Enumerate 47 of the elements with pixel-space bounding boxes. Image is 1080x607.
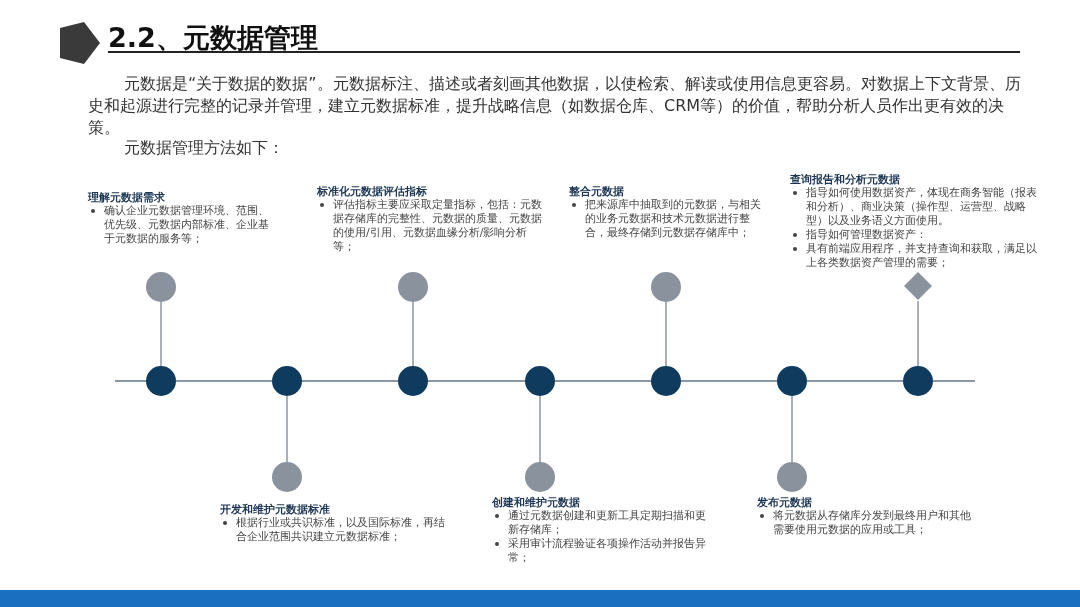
timeline-dot	[146, 366, 176, 396]
timeline-dot	[525, 462, 555, 492]
connector-line	[791, 395, 793, 463]
timeline-axis	[806, 380, 904, 382]
timeline-dot	[398, 272, 428, 302]
timeline-dot	[146, 272, 176, 302]
step-heading: 整合元数据	[569, 184, 625, 198]
bullet-text: 指导如何使用数据资产，体现在商务智能（报表和分析）、商业决策（操作型、运营型、战略型）以及业务语义方面使用。	[806, 186, 1038, 228]
timeline-dot	[272, 366, 302, 396]
timeline-axis	[554, 380, 652, 382]
connector-line	[160, 301, 162, 367]
timeline-axis	[301, 380, 399, 382]
timeline-dot	[398, 366, 428, 396]
timeline-axis	[427, 380, 526, 382]
step-heading: 发布元数据	[757, 495, 813, 509]
bullet-text: 将元数据从存储库分发到最终用户和其他需要使用元数据的应用或工具；	[773, 509, 972, 537]
timeline-dot	[903, 366, 933, 396]
step-heading: 创建和维护元数据	[492, 495, 581, 509]
bullet-text: 评估指标主要应采取定量指标，包括：元数据存储库的完整性、元数据的质量、元数据的使用/引用、元数据血缘分析/影响分析等；	[333, 198, 543, 254]
bullet-text: 通过元数据创建和更新工具定期扫描和更新存储库；	[508, 509, 707, 537]
bullet-text: 指导如何管理数据资产：	[806, 228, 928, 242]
connector-line	[665, 301, 667, 367]
timeline-axis	[680, 380, 778, 382]
page-title: 2.2、元数据管理	[108, 21, 318, 55]
bullet-text: 确认企业元数据管理环境、范围、优先级、元数据内部标准、企业基于元数据的服务等；	[104, 204, 270, 246]
timeline-diamond	[903, 271, 933, 301]
timeline-axis	[175, 380, 273, 382]
bullet-text: 具有前端应用程序，并支持查询和获取，满足以上各类数据资产管理的需要；	[806, 242, 1038, 270]
connector-line	[412, 301, 414, 367]
timeline-dot	[272, 462, 302, 492]
bullet-text: 根据行业或共识标准，以及国际标准，再结合企业范围共识建立元数据标准；	[236, 516, 445, 544]
bullet-text: 采用审计流程验证各项操作活动并报告异常；	[508, 537, 707, 565]
timeline-dot	[777, 366, 807, 396]
intro-paragraph: 元数据管理方法如下：	[123, 137, 285, 159]
timeline-dot	[777, 462, 807, 492]
step-heading: 开发和维护元数据标准	[220, 502, 331, 516]
bullet-text: 把来源库中抽取到的元数据，与相关的业务元数据和技术元数据进行整合，最终存储到元数据存储库中；	[585, 198, 762, 240]
connector-line	[286, 395, 288, 463]
timeline-dot	[651, 366, 681, 396]
step-heading: 标准化元数据评估指标	[317, 184, 428, 198]
timeline-dot	[525, 366, 555, 396]
connector-line	[917, 300, 919, 367]
timeline-dot	[651, 272, 681, 302]
step-heading: 查询报告和分析元数据	[790, 172, 901, 186]
connector-line	[539, 395, 541, 463]
step-heading: 理解元数据需求	[88, 190, 166, 204]
intro-paragraph: 元数据是“关于数据的数据”。元数据标注、描述或者刻画其他数据，以使检索、解读或使用信息更容易。对数据上下文背景、历史和起源进行完整的记录并管理，建立元数据标准，提升战略信息（如数据仓库、CRM等）的价值，帮助分析人员作出更有效的决策。	[88, 73, 1022, 139]
